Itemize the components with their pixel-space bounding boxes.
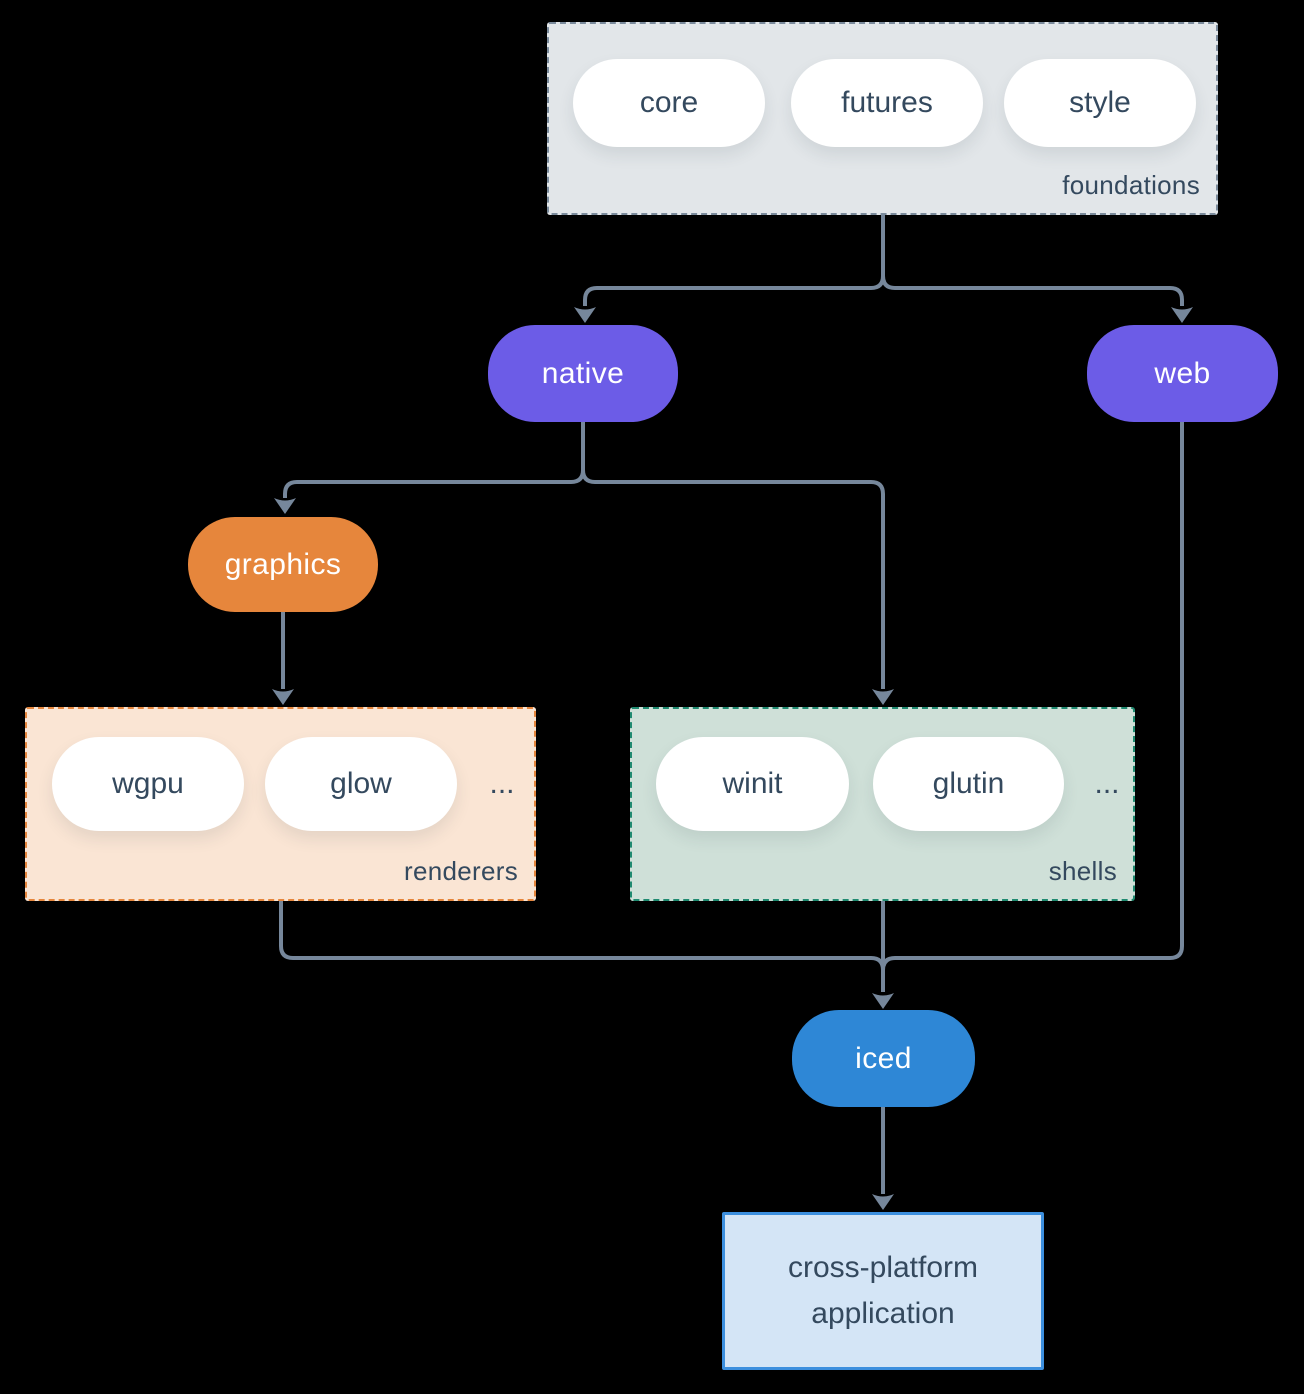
foundations-group-label: foundations (1062, 170, 1200, 200)
arrowhead-shells (872, 689, 894, 705)
pill-glow: glow (265, 737, 457, 831)
arrowhead-graphics (274, 498, 296, 514)
arrowheads (272, 307, 1193, 1210)
pill-style: style (1004, 59, 1196, 147)
shells-group: winit glutin ... shells (630, 707, 1135, 901)
shells-group-label: shells (1048, 856, 1117, 886)
pill-winit: winit (656, 737, 849, 831)
renderers-ellipsis: ... (489, 767, 515, 800)
shells-ellipsis: ... (1094, 767, 1120, 800)
application-label-line2: application (811, 1297, 955, 1330)
wire-foundations-to-web (881, 275, 1184, 306)
arrowhead-renderers (272, 689, 294, 705)
wire-native-to-shells (581, 469, 885, 689)
renderers-group: wgpu glow ... renderers (25, 707, 536, 901)
wire-foundations-to-native (583, 215, 885, 306)
pill-glutin: glutin (873, 737, 1064, 831)
foundations-group: core futures style foundations (547, 22, 1218, 215)
wire-renderers-to-merge (279, 901, 885, 971)
arrowhead-iced (872, 993, 894, 1009)
pill-wgpu: wgpu (52, 737, 244, 831)
wire-native-to-graphics (283, 422, 585, 498)
node-web: web (1087, 325, 1278, 422)
pill-core: core (573, 59, 765, 147)
node-application: cross-platform application (722, 1212, 1044, 1370)
wire-lines (279, 215, 1184, 1194)
arrowhead-native (574, 307, 596, 323)
arrowhead-application (872, 1194, 894, 1210)
node-iced: iced (792, 1010, 975, 1107)
node-graphics: graphics (188, 517, 378, 612)
arrowhead-web (1171, 307, 1193, 323)
renderers-group-label: renderers (404, 856, 518, 886)
application-label-line1: cross-platform (787, 1250, 979, 1284)
pill-futures: futures (791, 59, 983, 147)
node-native: native (488, 325, 678, 422)
